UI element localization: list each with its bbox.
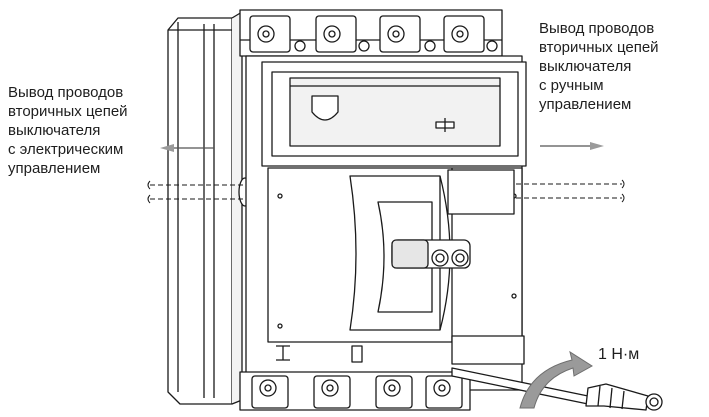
breaker-body — [245, 55, 527, 391]
label-line: выключателя — [539, 58, 632, 75]
label-line: вторичных цепей — [8, 103, 128, 120]
arrow-left — [160, 144, 214, 152]
label-line: Вывод проводов — [8, 84, 124, 101]
bottom-terminals — [239, 371, 471, 411]
label-line: вторичных цепей — [539, 39, 659, 56]
arrow-right — [540, 142, 604, 150]
label-line: Вывод проводов — [539, 20, 655, 37]
label-line: управлением — [539, 96, 632, 113]
label-line: управлением — [8, 160, 101, 177]
label-electric-control: Вывод проводов вторичных цепей выключате… — [8, 83, 128, 178]
wire-outlets — [150, 183, 622, 200]
top-terminals — [239, 9, 503, 57]
operating-handle — [391, 239, 471, 269]
padlock-icon — [311, 95, 339, 121]
label-line: выключателя — [8, 122, 101, 139]
label-line: с ручным — [539, 77, 604, 94]
rotation-arrow-icon — [519, 350, 593, 409]
label-manual-control: Вывод проводов вторичных цепей выключате… — [539, 19, 659, 114]
torque-label: 1 Н·м — [598, 346, 640, 363]
label-line: с электрическим — [8, 141, 124, 158]
left-accessory-block — [167, 11, 252, 405]
